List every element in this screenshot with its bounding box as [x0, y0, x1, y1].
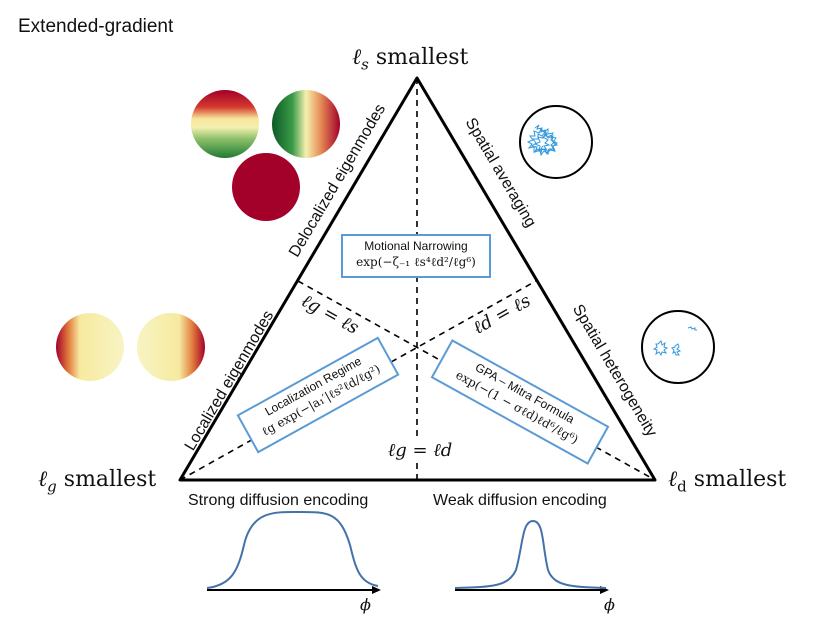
vertex-right-symbol: ℓ — [668, 467, 678, 492]
edge-label-strong-encoding: Strong diffusion encoding — [188, 492, 369, 509]
eigenmode-circle-localized-right — [137, 313, 205, 381]
eigenmode-circle-vertical — [272, 90, 340, 158]
vertex-left-text: smallest — [63, 467, 157, 492]
plot-left-arrowhead — [372, 586, 381, 594]
plot-right-axis-label: ϕ — [604, 595, 615, 614]
equality-g-d: ℓg = ℓd — [385, 440, 455, 461]
vertex-top-sub: s — [361, 55, 369, 74]
diffusion-path-circle-dense — [519, 105, 593, 179]
edge-label-weak-encoding: Weak diffusion encoding — [433, 492, 607, 509]
regime-motional-name: Motional Narrowing — [364, 239, 468, 253]
plot-left-axis-label: ϕ — [360, 595, 371, 614]
random-walk-sparse-2 — [671, 343, 682, 356]
vertex-left-symbol: ℓ — [38, 467, 48, 492]
random-walk-sparse-1 — [652, 340, 669, 357]
plot-left-curve — [206, 510, 379, 589]
vertex-right-label: ℓd smallest — [668, 466, 786, 495]
random-walk-sparse-3 — [687, 326, 697, 331]
eigenmode-circle-horizontal — [191, 90, 259, 158]
vertex-right-sub: d — [677, 477, 687, 496]
vertex-top-label: ℓs smallest — [352, 44, 468, 73]
diffusion-path-circle-sparse — [641, 310, 715, 384]
dashed-line-g-s — [297, 280, 656, 481]
plot-right-curve — [454, 519, 607, 589]
eigenmode-circle-uniform — [232, 153, 300, 221]
vertex-right-text: smallest — [693, 467, 787, 492]
vertex-top-text: smallest — [375, 45, 469, 70]
vertex-left-label: ℓg smallest — [38, 466, 156, 495]
vertex-left-sub: g — [47, 477, 57, 496]
figure-title: Extended-gradient — [18, 16, 174, 37]
vertex-top-symbol: ℓ — [352, 45, 362, 70]
eigenmode-circle-localized-left — [56, 313, 124, 381]
regime-motional-formula: exp(−ζ₋₁ ℓs⁴ℓd²/ℓg⁶) — [356, 255, 476, 269]
random-walk-dense — [526, 124, 559, 157]
regime-box-motional-narrowing: Motional Narrowing exp(−ζ₋₁ ℓs⁴ℓd²/ℓg⁶) — [341, 234, 491, 278]
